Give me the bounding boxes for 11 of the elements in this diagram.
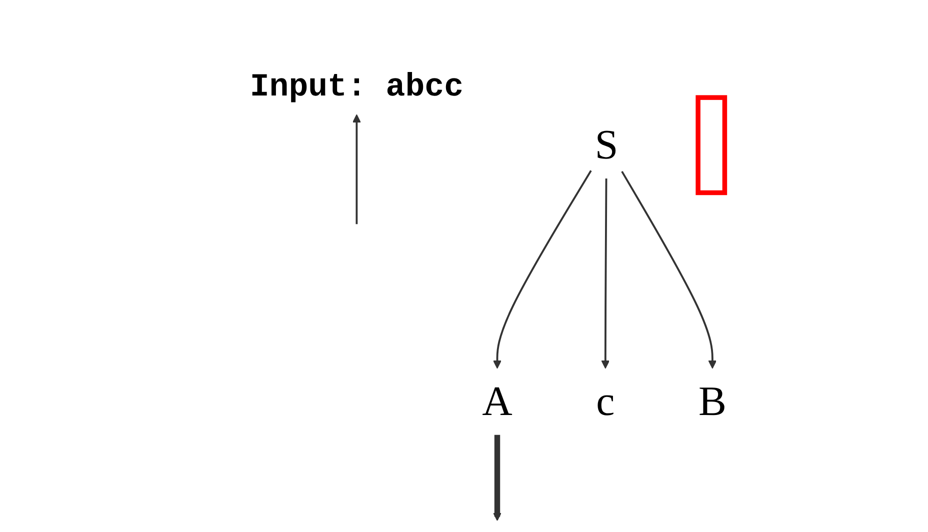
- arrow: [600, 178, 610, 369]
- node-text: Input: abcc: [250, 70, 464, 106]
- arrow: [620, 170, 716, 369]
- node-text: c: [596, 378, 614, 424]
- arrow: [352, 114, 360, 224]
- arrow: [492, 434, 502, 521]
- arrow: [492, 170, 592, 369]
- empty-frame: [695, 95, 727, 196]
- node-text: S: [594, 121, 618, 168]
- node-text: A: [482, 378, 512, 424]
- node-text: B: [698, 378, 726, 424]
